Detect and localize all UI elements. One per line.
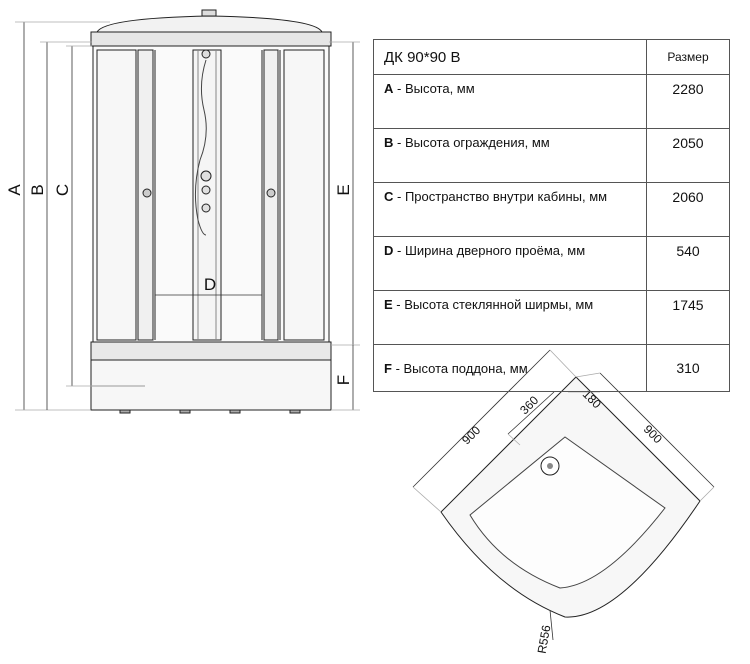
size-header: Размер (646, 39, 730, 75)
left-glass-panel (96, 49, 137, 341)
dim-label-c: C (53, 184, 72, 196)
row-label: - Высота, мм (393, 81, 475, 96)
row-letter: B (384, 135, 394, 150)
table-row: D - Ширина дверного проёма, мм 540 (373, 236, 730, 291)
roof-lamp (201, 9, 217, 17)
control-knob-bottom (201, 203, 211, 213)
row-label: - Высота стеклянной ширмы, мм (392, 297, 594, 312)
cabin-roof (96, 15, 323, 33)
row-value: 2280 (646, 74, 730, 129)
dim-label-d: D (204, 275, 216, 294)
row-label: - Пространство внутри кабины, мм (393, 189, 608, 204)
table-row: E - Высота стеклянной ширмы, мм 1745 (373, 290, 730, 345)
table-header-row: ДК 90*90 В Размер (373, 39, 730, 75)
table-row: F - Высота поддона, мм 310 (373, 344, 730, 392)
row-letter: C (384, 189, 394, 204)
row-value: 2050 (646, 128, 730, 183)
top-dim-left: 900 (459, 423, 483, 447)
top-dim-inner: 360 (517, 393, 541, 417)
dim-label-a: A (5, 184, 24, 196)
row-value: 2060 (646, 182, 730, 237)
top-dim-right: 900 (641, 422, 665, 446)
dim-label-b: B (28, 184, 47, 195)
left-door-handle (142, 188, 152, 198)
top-view (440, 376, 701, 618)
row-label: - Высота поддона, мм (391, 360, 528, 376)
row-letter: E (384, 297, 393, 312)
tray-foot-1 (119, 409, 131, 414)
row-letter: F (384, 360, 392, 376)
row-letter: D (384, 243, 394, 258)
row-value: 310 (646, 344, 730, 392)
row-value: 1745 (646, 290, 730, 345)
table-row: A - Высота, мм 2280 (373, 74, 730, 129)
control-knob-top (200, 170, 212, 182)
shower-head (201, 49, 211, 59)
shower-tray (90, 359, 332, 411)
right-glass-panel (283, 49, 325, 341)
top-frame (90, 31, 332, 47)
tray-foot-2 (179, 409, 191, 414)
dim-label-f: F (334, 375, 353, 385)
front-view (90, 9, 332, 414)
row-letter: A (384, 81, 394, 96)
right-door-handle (266, 188, 276, 198)
table-row: B - Высота ограждения, мм 2050 (373, 128, 730, 183)
tray-foot-4 (289, 409, 301, 414)
table-title: ДК 90*90 В (373, 39, 647, 75)
top-dim-radius: R556 (535, 624, 554, 655)
spec-table: ДК 90*90 В Размер A - Высота, мм 2280 B … (373, 39, 730, 392)
control-knob-middle (201, 185, 211, 195)
back-panel (192, 49, 222, 341)
tray-inner (469, 436, 666, 589)
front-dimensions (15, 21, 360, 411)
shower-hose (194, 59, 207, 236)
bottom-frame (90, 341, 332, 361)
row-value: 540 (646, 236, 730, 291)
row-label: - Ширина дверного проёма, мм (393, 243, 586, 258)
tray-foot-3 (229, 409, 241, 414)
row-label: - Высота ограждения, мм (393, 135, 550, 150)
table-row: C - Пространство внутри кабины, мм 2060 (373, 182, 730, 237)
dim-label-e: E (334, 184, 353, 195)
